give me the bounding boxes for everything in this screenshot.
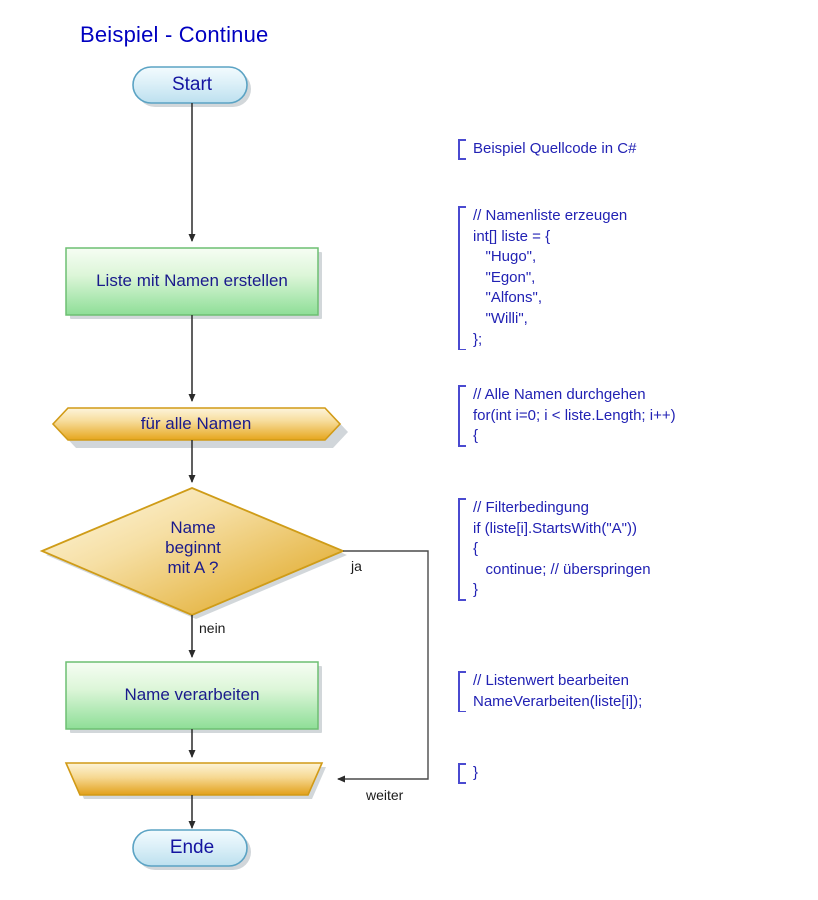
code-text: // Listenwert bearbeiten NameVerarbeiten… (473, 672, 643, 710)
node-start[interactable] (132, 66, 248, 104)
node-ende[interactable] (132, 829, 248, 867)
code-text: // Filterbedingung if (liste[i].StartsWi… (473, 499, 651, 599)
bracket-icon (458, 139, 467, 160)
edge-label-weiter: weiter (366, 787, 404, 803)
node-decision[interactable] (39, 487, 346, 616)
page-title: Beispiel - Continue (80, 22, 269, 47)
shape-shadows (46, 71, 348, 870)
edge-dec1-loop2-ja (336, 550, 429, 783)
bracket-icon (458, 206, 467, 351)
code-block-list: // Namenliste erzeugen int[] liste = { "… (458, 206, 628, 351)
code-block-process: // Listenwert bearbeiten NameVerarbeiten… (458, 671, 643, 713)
code-text: } (473, 764, 479, 781)
bracket-icon (458, 385, 467, 447)
code-block-close: } (458, 763, 478, 784)
code-block-intro: Beispiel Quellcode in C# (458, 139, 636, 160)
bracket-icon (458, 498, 467, 601)
node-loop-start[interactable] (51, 407, 342, 441)
node-loop-end[interactable] (64, 762, 324, 796)
code-text: Beispiel Quellcode in C# (473, 140, 637, 157)
code-block-for: // Alle Namen durchgehen for(int i=0; i … (458, 385, 676, 447)
node-proc1[interactable] (65, 247, 319, 316)
bracket-icon (458, 763, 467, 784)
node-proc2[interactable] (65, 661, 319, 730)
code-block-if: // Filterbedingung if (liste[i].StartsWi… (458, 498, 651, 601)
code-text: // Namenliste erzeugen int[] liste = { "… (473, 207, 628, 348)
edge-label-nein: nein (199, 620, 226, 636)
edge-label-ja: ja (351, 558, 362, 574)
bracket-icon (458, 671, 467, 713)
code-text: // Alle Namen durchgehen for(int i=0; i … (473, 386, 676, 445)
